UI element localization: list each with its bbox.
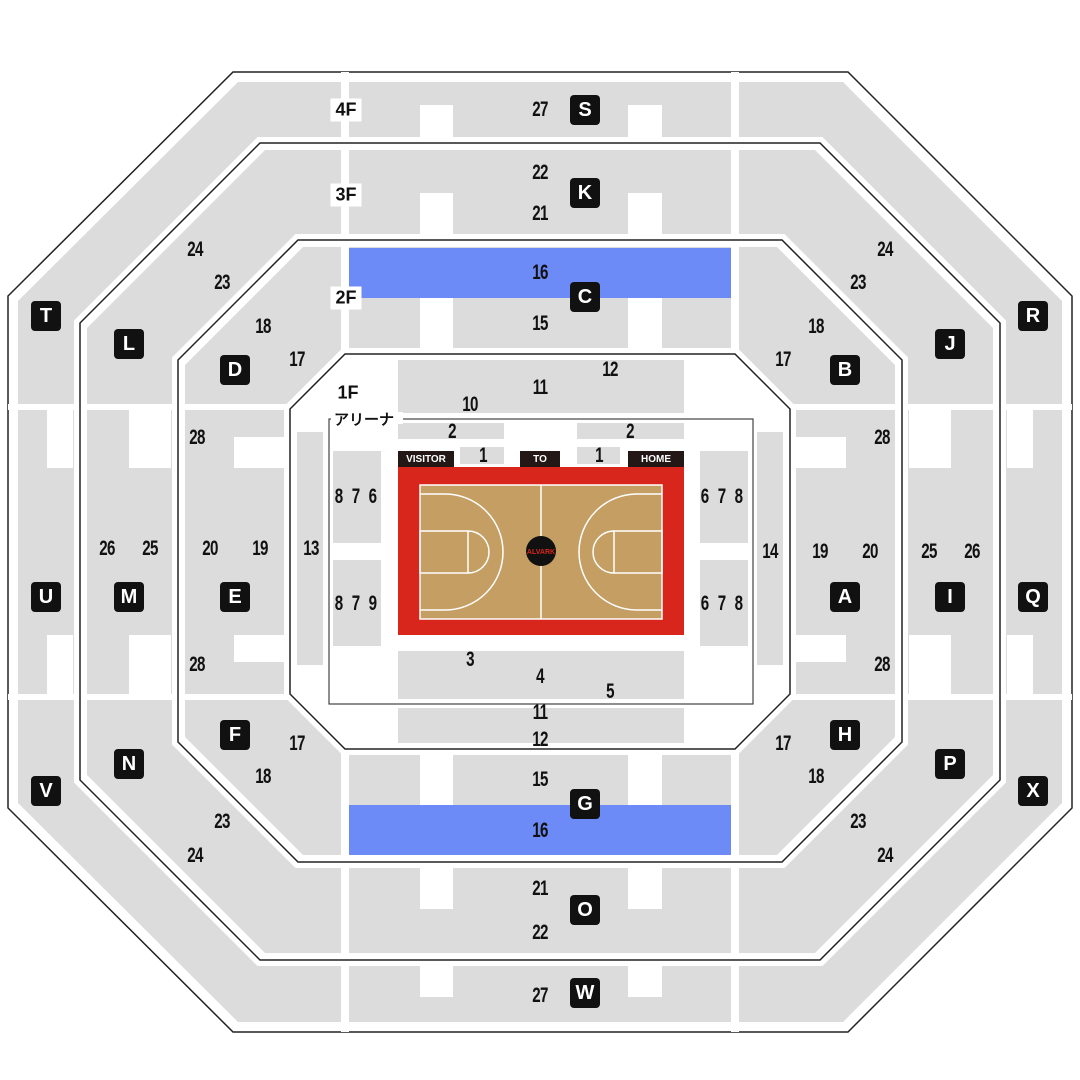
row-number: 21 (532, 202, 548, 225)
logo-text: ALVARK (527, 549, 555, 556)
row-number: 23 (214, 810, 230, 833)
section-v[interactable]: V (31, 776, 61, 806)
row-number: 20 (862, 540, 878, 563)
row-number: 19 (252, 537, 268, 560)
center-logo (526, 536, 556, 566)
row-number: 18 (255, 765, 271, 788)
row-number: 24 (187, 238, 203, 261)
row-number: 28 (874, 426, 890, 449)
floor-3f-outline (79, 142, 1001, 961)
row-number: 21 (532, 877, 548, 900)
section-g[interactable]: G (570, 789, 600, 819)
row-number: 12 (532, 728, 548, 751)
row-number: 16 (532, 819, 548, 842)
section-j[interactable]: J (935, 329, 965, 359)
row-number: 1 (479, 444, 487, 467)
section-o[interactable]: O (570, 895, 600, 925)
section-q[interactable]: Q (1018, 582, 1048, 612)
floor-label-4f: 4F (330, 98, 362, 122)
section-x[interactable]: X (1018, 776, 1048, 806)
section-a[interactable]: A (830, 582, 860, 612)
row-number: 23 (850, 810, 866, 833)
row-number: 1 (595, 444, 603, 467)
row-number: 4 (536, 665, 544, 688)
section-s[interactable]: S (570, 95, 600, 125)
row-number: 17 (775, 732, 791, 755)
aisles (8, 72, 1072, 1032)
section-d[interactable]: D (220, 355, 250, 385)
row-number: 18 (808, 765, 824, 788)
row-number: 27 (532, 984, 548, 1007)
row-number: 6 7 8 (700, 485, 746, 508)
premium-seats-c[interactable] (349, 248, 733, 298)
section-h[interactable]: H (830, 720, 860, 750)
section-w[interactable]: W (570, 978, 600, 1008)
arena-label: アリーナ (330, 408, 398, 430)
row-number: 12 (602, 358, 618, 381)
row-number: 15 (532, 312, 548, 335)
row-number: 17 (775, 348, 791, 371)
section-e[interactable]: E (220, 582, 250, 612)
row-number: 26 (964, 540, 980, 563)
row-number: 14 (762, 540, 778, 563)
row-number: 23 (214, 271, 230, 294)
row-number: 2 (626, 420, 634, 443)
section-c[interactable]: C (570, 282, 600, 312)
row-number: 24 (877, 238, 893, 261)
row-number: 25 (142, 537, 158, 560)
row-number: 27 (532, 98, 548, 121)
row-number: 11 (532, 701, 548, 724)
section-i[interactable]: I (935, 582, 965, 612)
visitor-bench-label: VISITOR (398, 451, 454, 467)
row-number: 23 (850, 271, 866, 294)
premium-seats-g[interactable] (349, 805, 733, 855)
arena-floor-outline (328, 418, 754, 705)
section-p[interactable]: P (935, 749, 965, 779)
row-number: 26 (99, 537, 115, 560)
row-number: 20 (202, 537, 218, 560)
row-number: 28 (189, 653, 205, 676)
floor-1f-outline (289, 353, 791, 750)
section-l[interactable]: L (114, 329, 144, 359)
section-n[interactable]: N (114, 749, 144, 779)
section-k[interactable]: K (570, 178, 600, 208)
row-number: 15 (532, 768, 548, 791)
row-number: 17 (289, 348, 305, 371)
floor-label-2f: 2F (330, 286, 362, 310)
row-number: 25 (921, 540, 937, 563)
row-number: 8 7 9 (334, 592, 380, 615)
row-number: 2 (448, 420, 456, 443)
floor-label-3f: 3F (330, 183, 362, 207)
row-number: 18 (808, 315, 824, 338)
row-number: 5 (606, 680, 614, 703)
section-u[interactable]: U (31, 582, 61, 612)
section-t[interactable]: T (31, 301, 61, 331)
row-number: 10 (462, 393, 478, 416)
row-number: 6 7 8 (700, 592, 746, 615)
row-number: 24 (187, 844, 203, 867)
row-number: 24 (877, 844, 893, 867)
row-number: 8 7 6 (334, 485, 380, 508)
floor-2f-outline (177, 239, 903, 863)
row-number: 28 (189, 426, 205, 449)
floor-1f-seats[interactable] (297, 360, 783, 743)
row-number: 28 (874, 653, 890, 676)
row-number: 13 (303, 537, 319, 560)
section-m[interactable]: M (114, 582, 144, 612)
row-number: 16 (532, 261, 548, 284)
row-number: 19 (812, 540, 828, 563)
section-f[interactable]: F (220, 720, 250, 750)
row-number: 3 (466, 648, 474, 671)
row-number: 22 (532, 161, 548, 184)
row-number: 11 (532, 376, 548, 399)
home-bench-label: HOME (628, 451, 684, 467)
section-b[interactable]: B (830, 355, 860, 385)
floor-label-1f: 1F (332, 381, 364, 405)
table-officials-label: TO (520, 451, 560, 467)
row-number: 18 (255, 315, 271, 338)
row-number: 17 (289, 732, 305, 755)
row-number: 22 (532, 921, 548, 944)
section-r[interactable]: R (1018, 301, 1048, 331)
